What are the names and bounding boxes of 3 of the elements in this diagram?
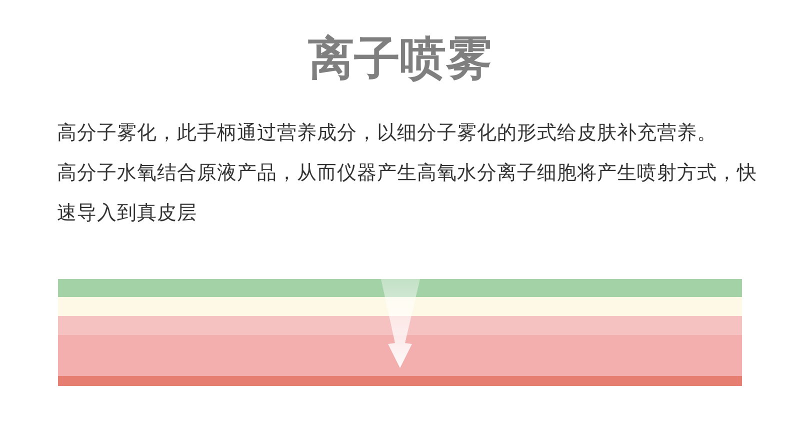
description-paragraph: 高分子水氧结合原液产品，从而仪器产生高氧水分离子细胞将产生喷射方式，快速导入到真皮层 <box>57 160 757 226</box>
description-paragraph: 高分子雾化，此手柄通过营养成分，以细分子雾化的形式给皮肤补充营养。 <box>57 120 718 146</box>
title: 离子喷雾 <box>307 30 493 87</box>
